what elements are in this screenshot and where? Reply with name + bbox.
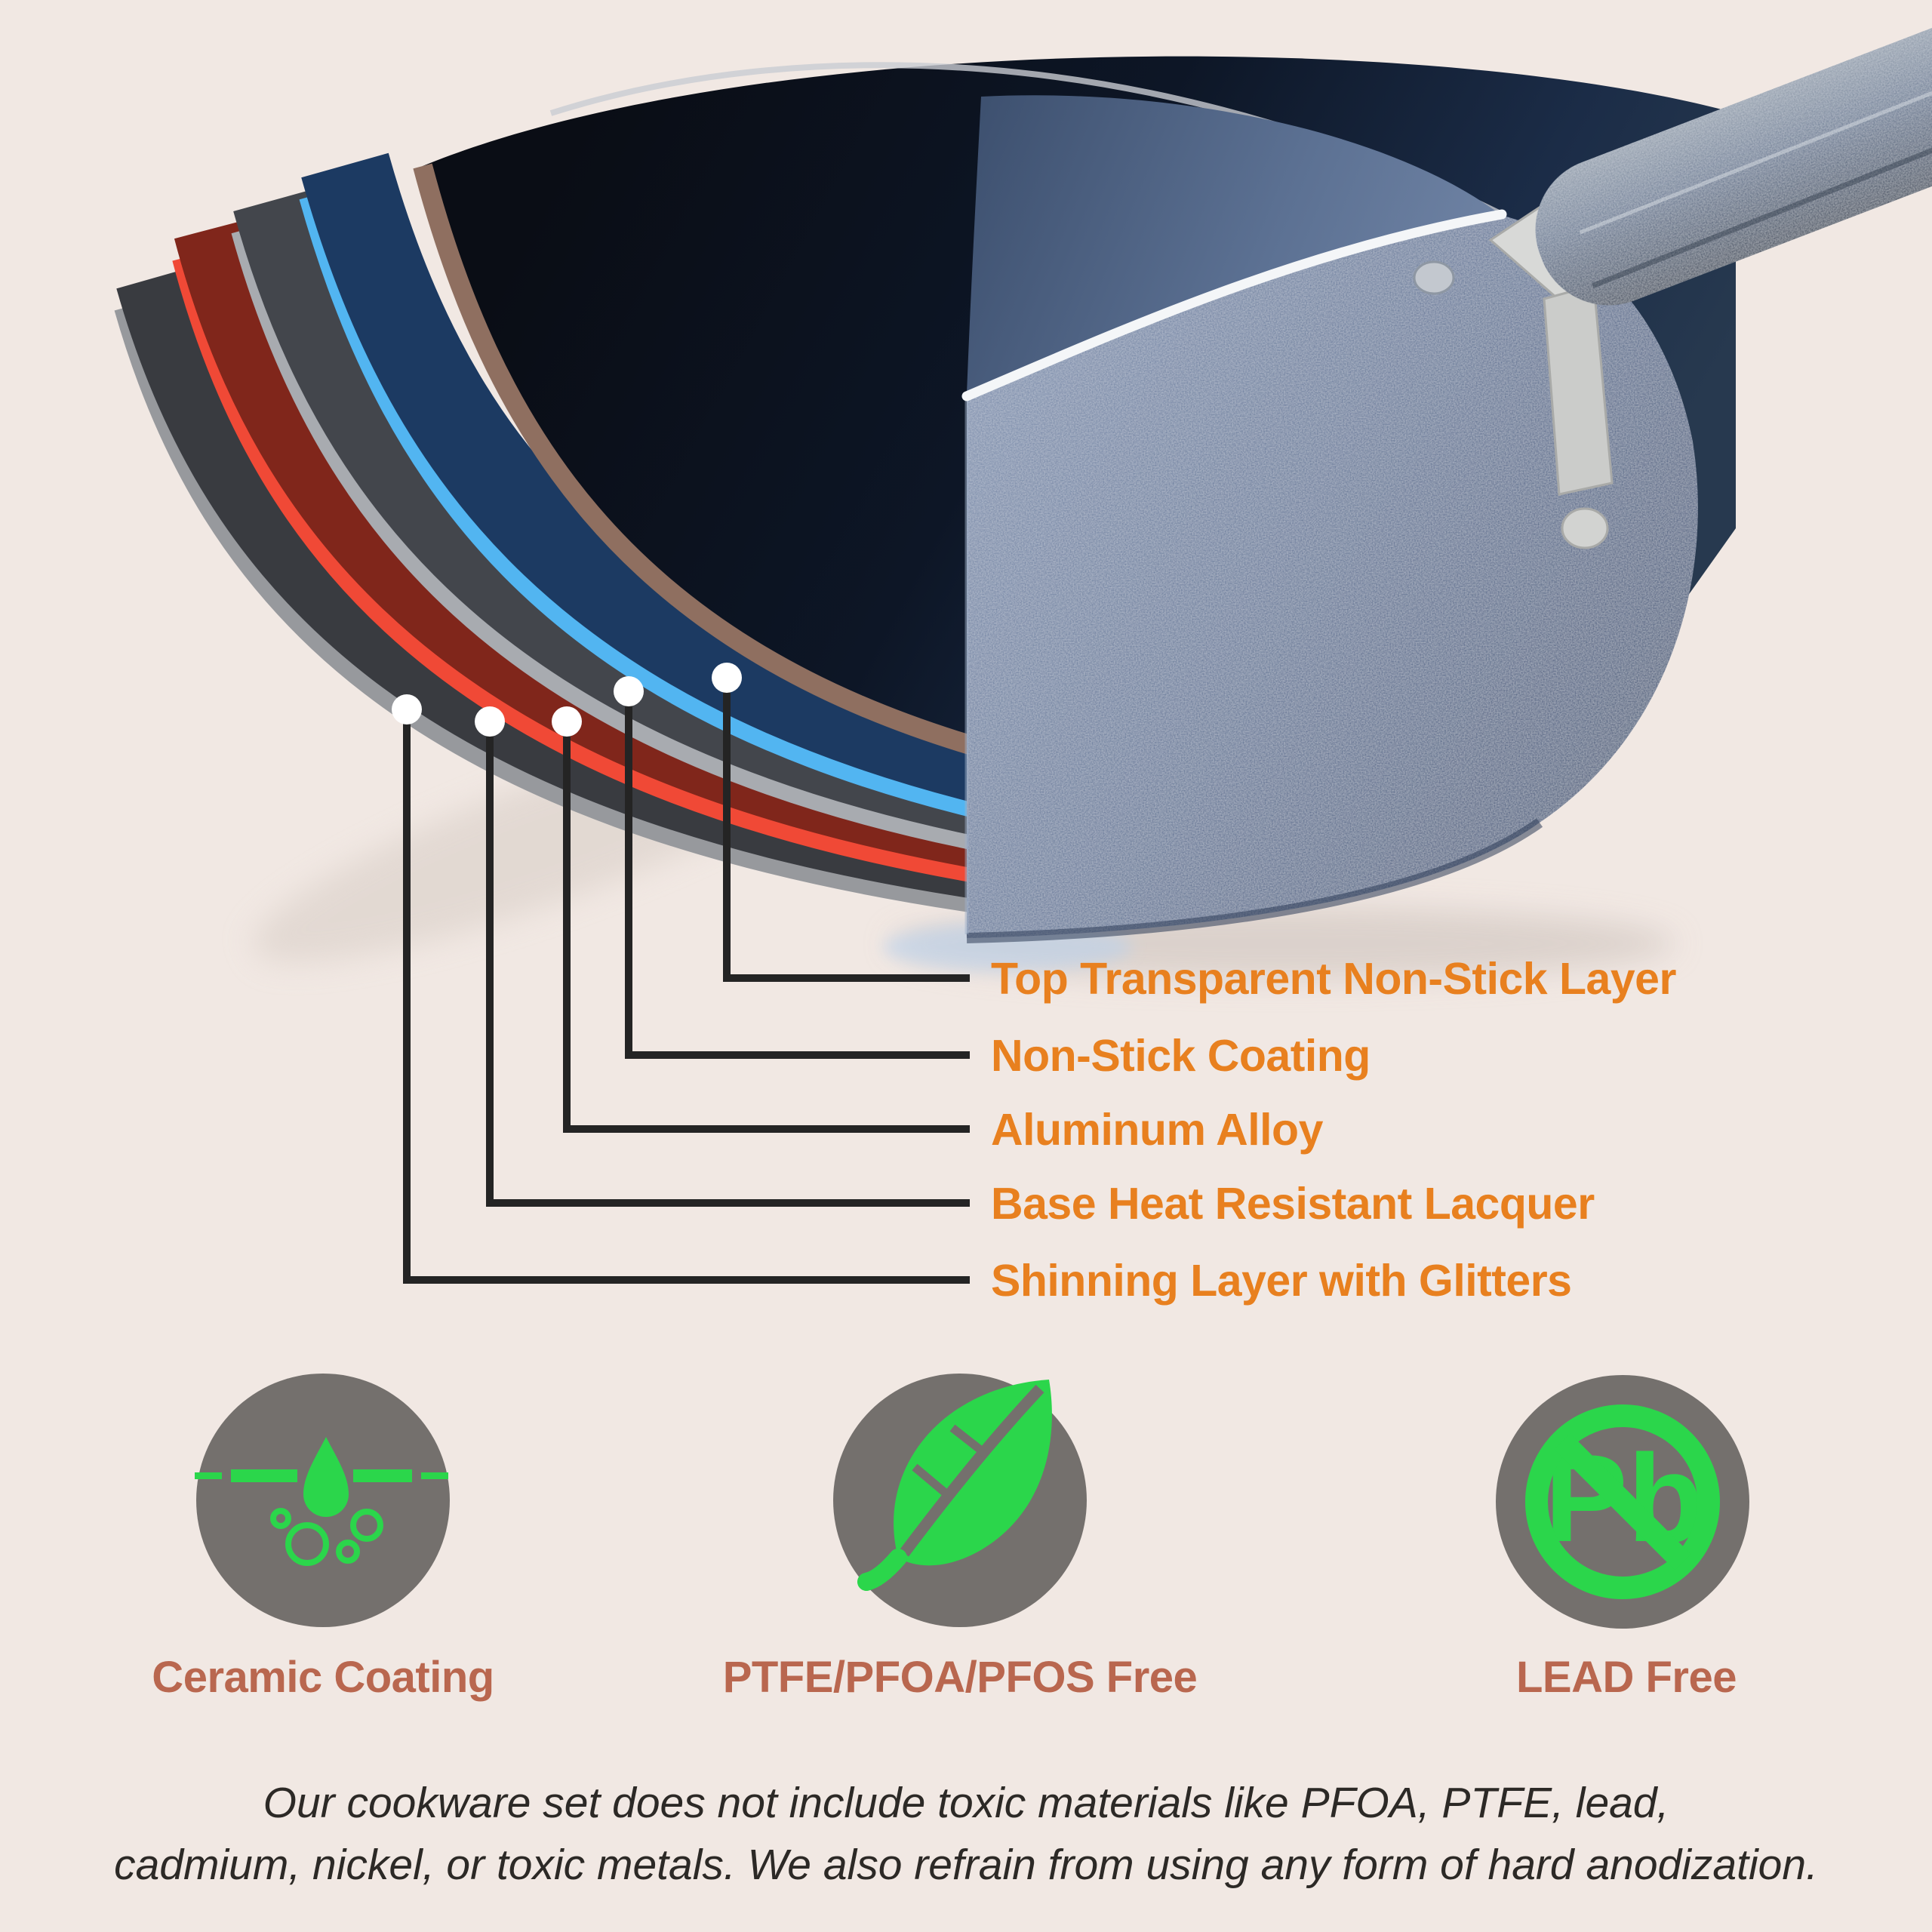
callout-line-shinning [403, 714, 970, 1284]
feature-label-ceramic-coating: Ceramic Coating [152, 1653, 494, 1702]
layer-edge-top-transparent [413, 163, 980, 757]
no-lead-icon: Pb [1496, 1375, 1749, 1629]
layer-label-top-transparent: Top Transparent Non-Stick Layer [991, 954, 1676, 1004]
ceramic-drop-icon [195, 1374, 450, 1627]
pan-interior-coating [967, 95, 1498, 395]
callout-dot [552, 706, 582, 737]
callout-line-aluminum [563, 726, 970, 1133]
feature-label-ptfe-free: PTFE/PFOA/PFOS Free [722, 1653, 1198, 1702]
layer-label-aluminum: Aluminum Alloy [991, 1105, 1323, 1155]
callout-dot [392, 694, 422, 724]
footer-disclaimer-line1: Our cookware set does not include toxic … [263, 1779, 1669, 1827]
callout-line-top-transparent [723, 683, 970, 982]
callout-line-lacquer [486, 726, 970, 1207]
layer-label-shinning: Shinning Layer with Glitters [991, 1256, 1572, 1306]
layer-shell-nonstick [299, 152, 1004, 817]
leaf-icon [833, 1374, 1087, 1627]
callout-dot [712, 663, 742, 693]
callout-dot [614, 676, 644, 706]
footer-disclaimer-line2: cadmium, nickel, or toxic metals. We als… [114, 1841, 1818, 1889]
pan-exterior-wall [967, 214, 1698, 938]
callout-line-nonstick [625, 696, 970, 1059]
feature-label-lead-free: LEAD Free [1515, 1653, 1737, 1702]
interior-rivet [1413, 260, 1455, 295]
callout-dots [392, 663, 742, 737]
layer-body-nonstick [301, 152, 1004, 805]
pan-rim [961, 209, 1507, 401]
callout-lines [403, 683, 970, 1284]
pan-wall-bottom-shade [966, 818, 1543, 943]
bracket-rivet [1561, 507, 1609, 549]
pan-handle [1535, 0, 1932, 306]
layer-label-nonstick: Non-Stick Coating [991, 1031, 1371, 1081]
callout-dot [475, 706, 505, 737]
layer-label-lacquer: Base Heat Resistant Lacquer [991, 1179, 1595, 1229]
